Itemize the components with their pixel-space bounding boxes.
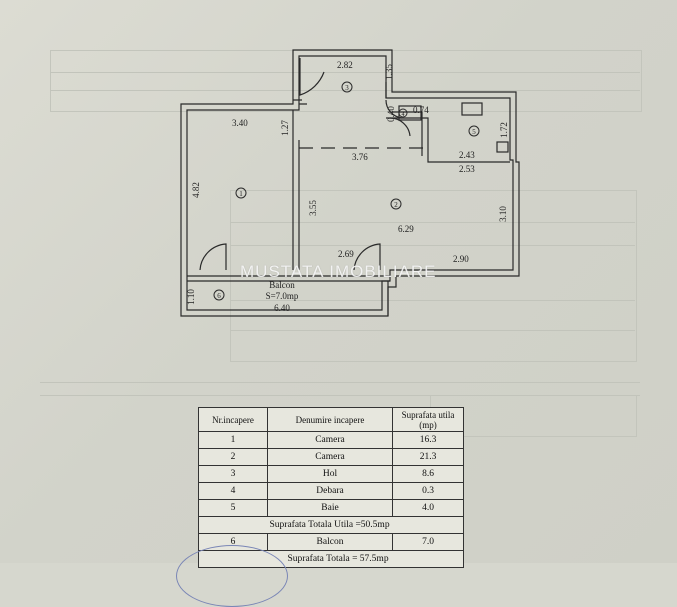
- room-marker-1: [235, 187, 247, 199]
- dim-balcon-depth: 1.10: [186, 289, 196, 305]
- room-numbers: 1 2 3 4 5 6: [217, 84, 476, 300]
- room-number-2: 2: [394, 201, 398, 209]
- cell-nr: 4: [198, 482, 268, 500]
- dim-baie-width: 2.43: [459, 150, 475, 160]
- room-marker-6: [213, 289, 225, 301]
- cell-area: 0.3: [392, 482, 464, 500]
- dim-debara-height: 0.40: [386, 106, 396, 122]
- entrance-door: [299, 58, 325, 96]
- bathroom-wall: [386, 117, 510, 163]
- cell-name: Baie: [267, 499, 393, 517]
- room-number-4: 4: [402, 112, 405, 118]
- total-area: Suprafata Totala = 57.5mp: [267, 550, 464, 568]
- plan-walls: [180, 49, 520, 317]
- dim-baie-bottom: 2.53: [459, 164, 475, 174]
- ghost-line: [230, 245, 635, 246]
- balcony-labels: Balcon S=7.0mp: [266, 280, 299, 301]
- dim-camera2-bottom: 2.90: [453, 254, 469, 264]
- cell-name: Camera: [267, 448, 393, 466]
- room-marker-4: [398, 108, 408, 118]
- dim-camera1-top: 3.40: [232, 118, 248, 128]
- room-number-1: 1: [239, 190, 243, 198]
- cell-area: 4.0: [392, 499, 464, 517]
- cell-nr: 1: [198, 431, 268, 449]
- floor-plan: 1 2 3 4 5 6 2.82 3.40 0.74 3.76 2.43 2.5…: [180, 49, 520, 317]
- balcony-area: S=7.0mp: [266, 291, 299, 301]
- table-header-row: Nr.incapere Denumire incapere Suprafata …: [198, 407, 464, 432]
- dim-camera2-right: 3.10: [498, 206, 508, 222]
- dim-hol-left: 1.27: [280, 120, 290, 136]
- dim-camera2-width: 6.29: [398, 224, 414, 234]
- ghost-line: [50, 72, 640, 73]
- dim-camera1-height: 4.82: [191, 182, 201, 198]
- header-area: Suprafata utila (mp): [392, 407, 464, 432]
- dim-baie-height: 1.72: [499, 122, 509, 138]
- dim-balcon-width: 6.40: [274, 303, 290, 313]
- ghost-line: [230, 222, 635, 223]
- dim-hol-right: 1.35: [384, 64, 394, 80]
- cell-name: Hol: [267, 465, 393, 483]
- dim-hol-top: 2.82: [337, 60, 353, 70]
- table-row: 1 Camera 16.3: [198, 431, 464, 449]
- room-markers: [213, 81, 480, 301]
- room-marker-5: [468, 125, 480, 137]
- bath-fixture: [461, 102, 483, 116]
- total-utila: Suprafata Totala Utila =50.5mp: [267, 516, 464, 534]
- dim-corridor: 3.76: [352, 152, 368, 162]
- cell-nr: 5: [198, 499, 268, 517]
- rooms-table: Nr.incapere Denumire incapere Suprafata …: [198, 407, 464, 568]
- ghost-line: [230, 300, 635, 301]
- room-number-6: 6: [217, 292, 221, 300]
- header-nr: Nr.incapere: [198, 407, 268, 432]
- room-marker-3: [341, 81, 353, 93]
- cell-area: 8.6: [392, 465, 464, 483]
- balcony-door-2: [353, 243, 381, 271]
- stamp-seal: [176, 545, 288, 607]
- dim-camera2-height: 3.55: [308, 200, 318, 216]
- cell-area: 7.0: [392, 533, 464, 551]
- room-marker-2: [390, 198, 402, 210]
- cell-name: Camera: [267, 431, 393, 449]
- ghost-line: [230, 330, 635, 331]
- table-row: 2 Camera 21.3: [198, 448, 464, 466]
- bath-fixture: [496, 141, 509, 153]
- door-jamb: [293, 99, 307, 105]
- dimension-labels: 2.82 3.40 0.74 3.76 2.43 2.53 6.29 2.69 …: [186, 60, 509, 313]
- ghost-line: [40, 395, 640, 396]
- balcony-door-1: [199, 243, 227, 271]
- hall-door: [385, 82, 403, 119]
- table-total-utila-row: Suprafata Totala Utila =50.5mp: [198, 516, 464, 534]
- balcony-label: Balcon: [269, 280, 295, 290]
- cell-nr: 2: [198, 448, 268, 466]
- bathroom-wall: [392, 111, 423, 156]
- ghost-line: [40, 382, 640, 383]
- ghost-line: [50, 90, 640, 91]
- dim-camera2-door: 2.69: [338, 249, 354, 259]
- header-name: Denumire incapere: [267, 407, 393, 432]
- cell-nr: 3: [198, 465, 268, 483]
- table-row: 4 Debara 0.3: [198, 482, 464, 500]
- dim-debara-width: 0.74: [413, 105, 429, 115]
- bath-door: [389, 117, 411, 137]
- cell-area: 16.3: [392, 431, 464, 449]
- cell-area: 21.3: [392, 448, 464, 466]
- cell-empty: [198, 516, 268, 534]
- cell-name: Debara: [267, 482, 393, 500]
- room-number-3: 3: [345, 84, 349, 92]
- inner-wall: [186, 55, 514, 311]
- room-number-5: 5: [472, 128, 476, 136]
- table-row: 3 Hol 8.6: [198, 465, 464, 483]
- watermark: MUSTATA IMOBILIARE: [240, 262, 437, 281]
- cell-name: Balcon: [267, 533, 393, 551]
- table-row: 5 Baie 4.0: [198, 499, 464, 517]
